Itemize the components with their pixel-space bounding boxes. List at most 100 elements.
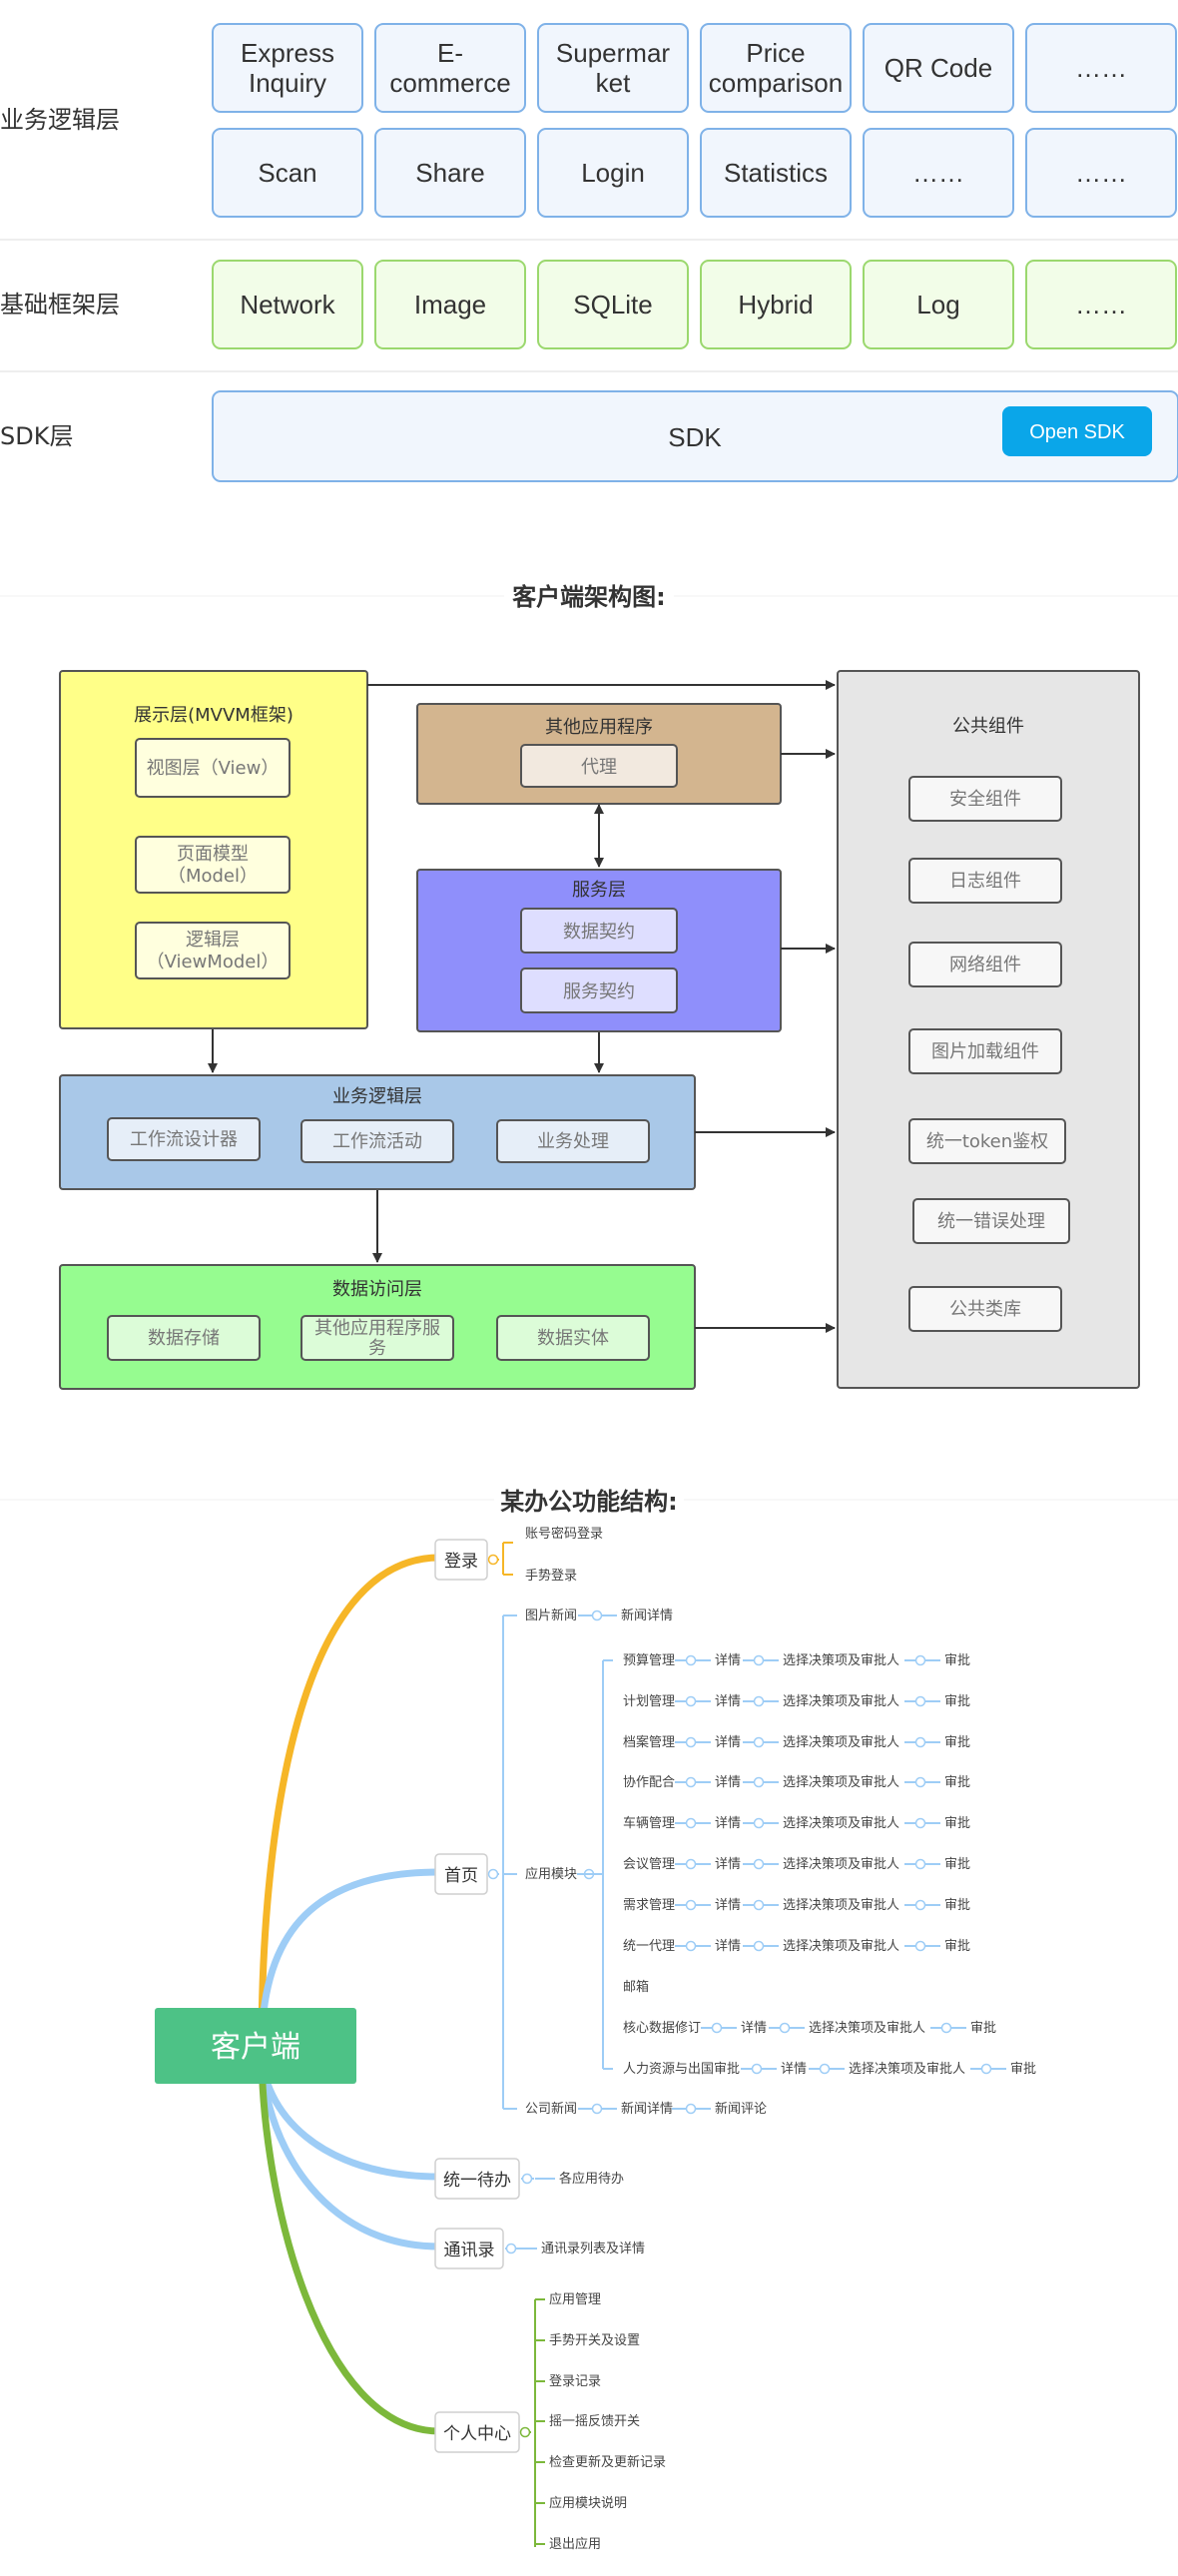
chain-label: 选择决策项及审批人 — [783, 1815, 899, 1831]
module-label: 人力资源与出国审批 — [623, 2062, 740, 2077]
collapse-toggle[interactable] — [819, 2063, 831, 2075]
collapse-toggle[interactable] — [914, 1736, 926, 1748]
public-component-node: 公共类库 — [908, 1286, 1062, 1332]
collapse-toggle[interactable] — [711, 2022, 723, 2034]
chain-label: 审批 — [1010, 2062, 1036, 2077]
client-architecture-diagram: 客户端架构图: 展示层(MVVM框架) 视图层（View） 页面模型（Model… — [0, 579, 1178, 1390]
chain-label: 审批 — [944, 1816, 970, 1831]
collapse-toggle[interactable] — [753, 1695, 765, 1707]
leaf-label: 新闻详情 — [621, 1608, 673, 1623]
collapse-toggle[interactable] — [685, 1940, 697, 1952]
business-logic-title: 业务逻辑层 — [332, 1086, 422, 1107]
chain-label: 审批 — [944, 1653, 970, 1668]
leaf-label: 应用模块说明 — [549, 2495, 627, 2511]
module-label: 预算管理 — [623, 1653, 675, 1668]
module-label: 会议管理 — [623, 1857, 675, 1872]
collapse-toggle[interactable] — [940, 2022, 952, 2034]
module-label: 需求管理 — [623, 1898, 675, 1913]
view-layer-node: 视图层（View） — [135, 738, 291, 798]
collapse-toggle[interactable] — [685, 1695, 697, 1707]
module-bracket — [602, 1659, 613, 2070]
leaf-label: 摇一摇反馈开关 — [549, 2414, 640, 2429]
collapse-toggle[interactable] — [487, 1554, 499, 1566]
business-more-box: …… — [863, 128, 1014, 218]
basic-hybrid-box: Hybrid — [700, 260, 852, 349]
public-component-label: 公共类库 — [949, 1299, 1021, 1320]
business-share-box: Share — [374, 128, 526, 218]
view-layer-label: 视图层（View） — [147, 758, 280, 779]
collapse-toggle[interactable] — [505, 2243, 517, 2254]
collapse-toggle[interactable] — [914, 1899, 926, 1911]
collapse-toggle[interactable] — [685, 1776, 697, 1788]
collapse-toggle[interactable] — [753, 1899, 765, 1911]
collapse-toggle[interactable] — [519, 2426, 531, 2438]
collapse-toggle[interactable] — [685, 1654, 697, 1666]
collapse-toggle[interactable] — [753, 1776, 765, 1788]
home-bracket — [491, 1614, 517, 2110]
chain-label: 审批 — [970, 2021, 996, 2036]
business-e-commerce-box: E-commerce — [374, 23, 526, 113]
basic-log-box: Log — [863, 260, 1014, 349]
leaf-label: 检查更新及更新记录 — [549, 2454, 666, 2470]
collapse-toggle[interactable] — [753, 1654, 765, 1666]
public-component-label: 图片加载组件 — [931, 1041, 1039, 1062]
contacts-node: 通讯录 — [434, 2228, 504, 2269]
business-more-box: …… — [1025, 128, 1177, 218]
collapse-toggle[interactable] — [685, 1736, 697, 1748]
collapse-toggle[interactable] — [914, 1940, 926, 1952]
data-contract-label: 数据契约 — [563, 922, 635, 943]
branch-login — [258, 1554, 440, 2050]
open-sdk-button[interactable]: Open SDK — [1002, 406, 1152, 456]
client-arch-title: 客户端架构图: — [512, 583, 666, 611]
chain-label: 详情 — [715, 1816, 741, 1831]
workflow-activity-node: 工作流活动 — [300, 1119, 454, 1163]
chain-label: 详情 — [715, 1857, 741, 1872]
collapse-toggle[interactable] — [521, 2173, 533, 2185]
leaf-label: 新闻评论 — [715, 2101, 767, 2117]
business-label: Express — [241, 38, 334, 68]
collapse-toggle[interactable] — [753, 1817, 765, 1829]
collapse-toggle[interactable] — [753, 1940, 765, 1952]
basic-label: …… — [1075, 290, 1127, 320]
collapse-toggle[interactable] — [753, 1736, 765, 1748]
business-qr-code-box: QR Code — [863, 23, 1014, 113]
collapse-toggle[interactable] — [914, 1817, 926, 1829]
chain-label: 详情 — [715, 1775, 741, 1790]
collapse-toggle[interactable] — [685, 2103, 697, 2115]
collapse-toggle[interactable] — [751, 2063, 763, 2075]
collapse-toggle[interactable] — [753, 1858, 765, 1870]
business-label: Price — [746, 38, 805, 68]
chain-label: 选择决策项及审批人 — [783, 1856, 899, 1872]
business-processing-label: 业务处理 — [537, 1131, 609, 1152]
collapse-toggle[interactable] — [914, 1695, 926, 1707]
chain-label: 详情 — [715, 1898, 741, 1913]
leaf-label: 手势登录 — [525, 1568, 577, 1584]
chain-label: 审批 — [944, 1694, 970, 1709]
collapse-toggle[interactable] — [591, 2103, 603, 2115]
personal-label: 个人中心 — [443, 2424, 511, 2444]
basic-label: Log — [916, 290, 959, 320]
collapse-toggle[interactable] — [914, 1776, 926, 1788]
collapse-toggle[interactable] — [914, 1654, 926, 1666]
collapse-toggle[interactable] — [914, 1858, 926, 1870]
collapse-toggle[interactable] — [779, 2022, 791, 2034]
viewmodel-node: 逻辑层（ViewModel） — [135, 922, 291, 979]
collapse-toggle[interactable] — [591, 1610, 603, 1621]
leaf-label: 公司新闻 — [525, 2101, 577, 2117]
open-sdk-button-label: Open SDK — [1029, 421, 1125, 443]
home-label: 首页 — [444, 1866, 478, 1886]
chain-label: 详情 — [715, 1694, 741, 1709]
collapse-toggle[interactable] — [685, 1817, 697, 1829]
collapse-toggle[interactable] — [487, 1868, 499, 1880]
collapse-toggle[interactable] — [685, 1858, 697, 1870]
collapse-toggle[interactable] — [980, 2063, 992, 2075]
collapse-toggle[interactable] — [685, 1899, 697, 1911]
basic-more-box: …… — [1025, 260, 1177, 349]
proxy-label: 代理 — [581, 757, 617, 778]
basic-layer-label: 基础框架层 — [0, 291, 120, 319]
leaf-label: 手势开关及设置 — [549, 2332, 640, 2348]
business-more-box: …… — [1025, 23, 1177, 113]
workflow-designer-label: 工作流设计器 — [130, 1129, 238, 1150]
sdk-box-label: SDK — [668, 422, 722, 452]
business-label: …… — [1075, 158, 1127, 188]
